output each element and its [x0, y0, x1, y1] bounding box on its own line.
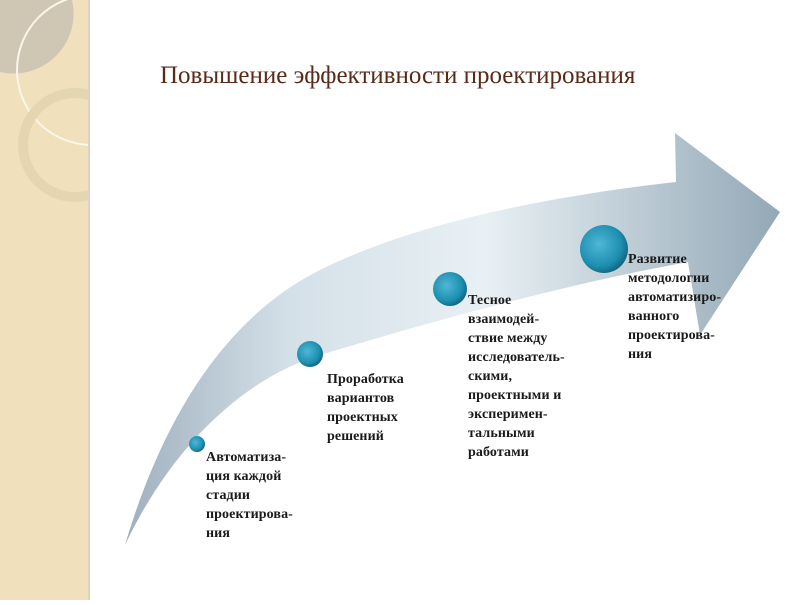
- step-2-sphere: [297, 341, 323, 367]
- step-3-sphere: [433, 272, 467, 306]
- step-1-label: Автоматиза- ция каждой стадии проектиров…: [206, 450, 293, 541]
- step-1-sphere: [189, 436, 205, 452]
- step-4-label: Развитие методологии автоматизиро- ванно…: [628, 252, 722, 362]
- slide-title: Повышение эффективности проектирования: [160, 62, 636, 89]
- decorative-sidebar: [0, 0, 168, 600]
- step-4-sphere: [580, 225, 628, 273]
- step-3-label: Тесное взаимодей- ствие между исследоват…: [468, 293, 565, 460]
- step-2-label: Проработка вариантов проектных решений: [327, 372, 404, 444]
